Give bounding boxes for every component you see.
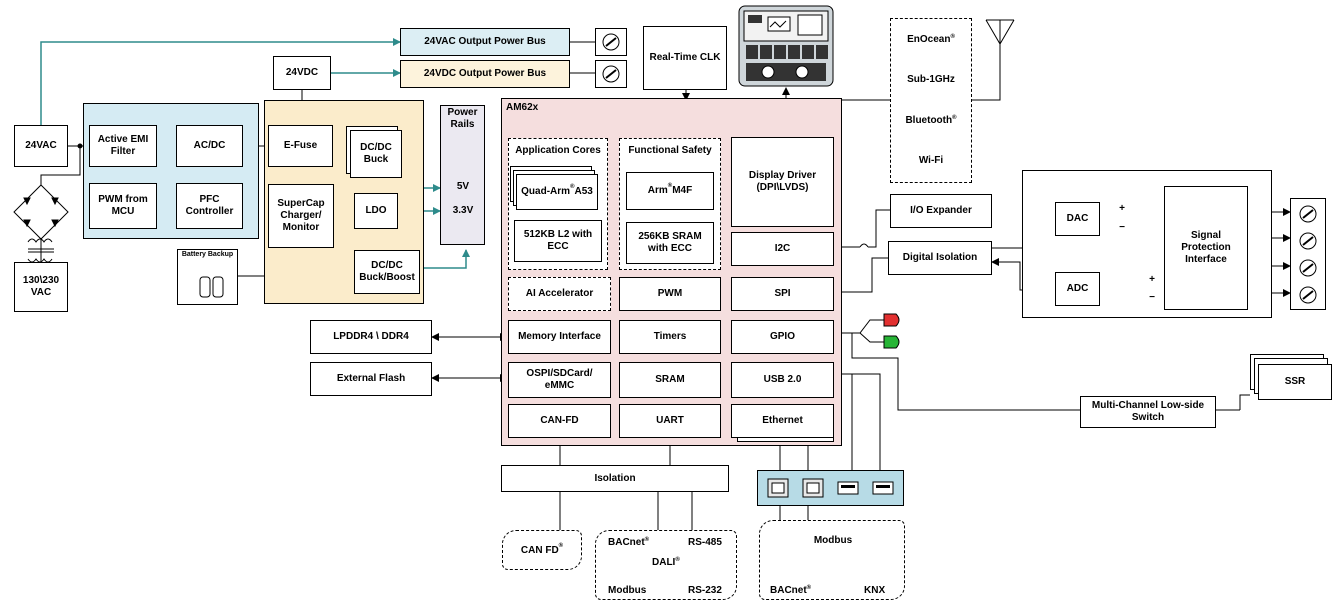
signal-protection-interface: Signal Protection Interface: [1164, 186, 1248, 310]
wifi-label: Wi-Fi: [918, 154, 944, 166]
real-time-clock: Real-Time CLK: [643, 26, 727, 90]
adc-amp-plus: +: [1149, 274, 1155, 285]
ai-accelerator: AI Accelerator: [508, 277, 611, 311]
dac: DAC: [1055, 202, 1100, 236]
adc-amp-minus: −: [1149, 292, 1155, 303]
modbus-label: Modbus: [608, 585, 647, 596]
isolation: Isolation: [501, 465, 729, 492]
modbus2-label: Modbus: [813, 535, 853, 546]
quad-a53: Quad-Arm® A53: [516, 174, 598, 210]
screw-terminal-icon: [1299, 232, 1317, 249]
knx-label: KNX: [864, 585, 886, 596]
sub1ghz-label: Sub-1GHz: [907, 74, 955, 86]
multi-channel-low-side-switch: Multi-Channel Low-side Switch: [1080, 396, 1216, 428]
bacnet-label: BACnet: [608, 537, 645, 548]
screw-terminal-icon: [595, 60, 627, 88]
terminal-block: [1290, 198, 1326, 310]
usb-port-icon: [837, 481, 859, 495]
l2-cache: 512KB L2 with ECC: [514, 220, 602, 262]
rj45-icon: [802, 478, 824, 498]
sram-ecc: 256KB SRAM with ECC: [626, 222, 714, 264]
ethernet-protocols: Modbus BACnet® KNX: [759, 520, 905, 600]
power-rails: Power Rails: [440, 105, 485, 245]
vdc-output-bus: 24VDC Output Power Bus: [400, 60, 570, 88]
ethernet-usb-ports: [757, 470, 904, 506]
vdc-input: 24VDC: [273, 56, 331, 90]
ldo: LDO: [354, 193, 398, 229]
uart: UART: [619, 404, 721, 438]
external-flash: External Flash: [310, 362, 432, 396]
led-icon: [883, 313, 900, 349]
efuse: E-Fuse: [268, 125, 333, 167]
rj45-icon: [767, 478, 789, 498]
display-panel-icon: [738, 5, 834, 87]
screw-terminal-icon: [1299, 205, 1317, 222]
ethernet: Ethernet: [731, 404, 834, 438]
ssr: SSR: [1258, 364, 1332, 400]
pwm-from-mcu: PWM from MCU: [89, 183, 157, 229]
pwm: PWM: [619, 277, 721, 311]
rs485-label: RS-485: [688, 537, 722, 548]
emi-filter: Active EMI Filter: [89, 125, 157, 167]
bluetooth-label: Bluetooth: [905, 114, 953, 126]
io-expander: I/O Expander: [890, 194, 992, 228]
can-fd-protocol: CAN FD®: [502, 530, 582, 570]
dcdc-buck-boost: DC/DC Buck/Boost: [354, 250, 420, 294]
dcdc-buck: DC/DC Buck: [350, 130, 402, 178]
bacnet2-label: BACnet: [770, 585, 807, 596]
lpddr4-ddr4: LPDDR4 \ DDR4: [310, 320, 432, 354]
screw-terminal-icon: [595, 28, 627, 56]
mains-input: 130\230 VAC: [14, 262, 68, 312]
app-cores-title: Application Cores: [515, 145, 601, 156]
wireless-options: EnOcean® Sub-1GHz Bluetooth® Wi-Fi: [890, 18, 972, 183]
screw-terminal-icon: [1299, 259, 1317, 276]
vac-output-bus: 24VAC Output Power Bus: [400, 28, 570, 56]
dali-label: DALI: [652, 557, 676, 568]
dac-amp-minus: −: [1119, 222, 1125, 233]
i2c: I2C: [731, 232, 834, 266]
battery-icon: [198, 275, 226, 299]
rail-5v: 5V: [456, 181, 470, 192]
soc-title: AM62x: [506, 102, 539, 113]
rail-3v3: 3.3V: [452, 205, 474, 216]
rs232-label: RS-232: [688, 585, 722, 596]
memory-interface: Memory Interface: [508, 320, 611, 354]
dac-amp-plus: +: [1119, 203, 1125, 214]
usb-2: USB 2.0: [731, 362, 834, 398]
functional-safety-title: Functional Safety: [628, 145, 712, 156]
bridge-rectifier-icon: [13, 184, 69, 240]
display-driver: Display Driver (DPI\LVDS): [731, 137, 834, 227]
timers: Timers: [619, 320, 721, 354]
adc: ADC: [1055, 272, 1100, 306]
vac-input: 24VAC: [14, 125, 68, 167]
m4f-core: Arm® M4F: [626, 172, 714, 210]
digital-isolation: Digital Isolation: [888, 241, 992, 275]
can-fd: CAN-FD: [508, 404, 611, 438]
ospi-sdcard-emmc: OSPI/SDCard/ eMMC: [508, 362, 611, 398]
enocean-label: EnOcean: [907, 34, 951, 46]
pfc-controller: PFC Controller: [176, 183, 243, 229]
supercap-charger: SuperCap Charger/ Monitor: [268, 184, 334, 248]
screw-terminal-icon: [1299, 286, 1317, 303]
gpio: GPIO: [731, 320, 834, 354]
antenna-icon: [985, 19, 1015, 45]
usb-port-icon: [872, 481, 894, 495]
sram: SRAM: [619, 362, 721, 398]
serial-protocols: BACnet® RS-485 DALI® Modbus RS-232: [595, 530, 737, 600]
spi: SPI: [731, 277, 834, 311]
acdc-converter: AC/DC: [176, 125, 243, 167]
